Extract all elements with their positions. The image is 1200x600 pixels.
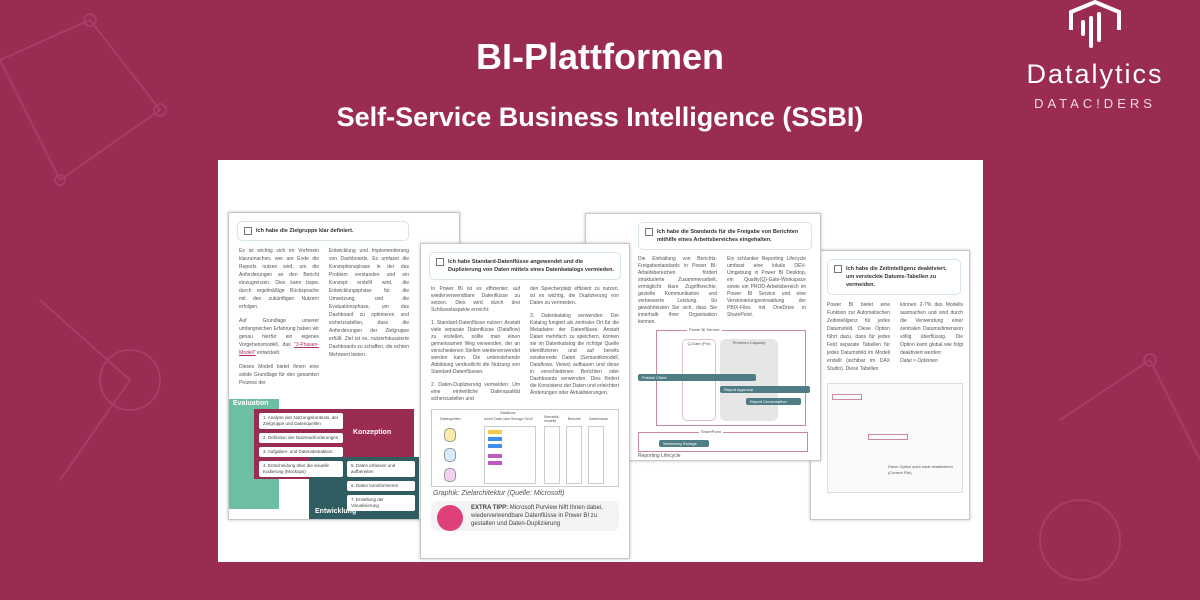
lightbulb-icon [437, 505, 463, 531]
sharepoint-label: SharePoint [699, 428, 723, 435]
checklist-page-dataflows: Ich habe Standard-Datenflüsse angewendet… [420, 243, 630, 559]
3-phasen-modell-link[interactable]: "3-Phasen-Modell" [239, 342, 319, 356]
tip-text: Microsoft Purview hilft Ihnen dabei, wie… [471, 505, 603, 527]
phase-konzeption: Konzeption [353, 429, 392, 436]
diagram-column-label: Azure Data Lake Storage Gen2 [484, 417, 533, 421]
page-title: BI-Plattformen [475, 36, 724, 77]
checklist-item: Ich habe die Zeitintelligenz deaktiviert… [827, 259, 961, 295]
sharepoint-box: SharePoint Versioning Storage [638, 428, 808, 452]
process-step: 2. Definition der Nutzeranforderungen [259, 433, 343, 443]
phase-evaluation: Evaluation [233, 400, 269, 407]
logo-house-chart-icon [1069, 0, 1121, 48]
page-note: Diese Option auch lokal deaktivieren (Cu… [888, 464, 953, 475]
checklist-item: Ich habe die Standards für die Freigabe … [638, 222, 812, 250]
dataflow-architecture-diagram: Dataflows Datenquellen Azure Data Lake S… [431, 409, 619, 487]
page-paragraph: können 2-7% des Modells ausmachen und si… [900, 302, 963, 356]
page-subtitle: Self-Service Business Intelligence (SSBI… [336, 102, 864, 132]
options-dialog-screenshot: Diese Option auch lokal deaktivieren (Cu… [827, 383, 963, 493]
logo-tagline: DATAC!DERS [1034, 96, 1156, 111]
diagram-column-label: Dashboards [589, 417, 608, 421]
phase-entwicklung: Entwicklung [315, 508, 357, 515]
page-paragraph: Power BI bietet eine Funktion zur Automa… [827, 302, 890, 372]
page-paragraph: 1. Standard-Datenflüsse nutzen: Anstatt … [431, 320, 520, 375]
diagram-title: Dataflows [500, 411, 516, 415]
checklist-item: Ich habe die Zielgruppe klar definiert. [237, 221, 409, 241]
service-label: Power BI Service [687, 326, 722, 333]
datalytics-logo: Datalytics DATAC!DERS [1000, 0, 1190, 111]
logo-name: Datalytics [1026, 59, 1164, 89]
document-preview-panel: Ich habe die Zeitintelligenz deaktiviert… [218, 160, 983, 562]
report-consumption-bar: Report Consumption [746, 398, 801, 405]
options-path: Datei > Optionen [900, 358, 938, 364]
diagram-caption: Reporting Lifecycle [638, 453, 681, 459]
process-step: 1. Analyse des Nutzungskontexts, der Zie… [259, 413, 343, 429]
page-paragraph: Entwicklung und Implementierung von Dash… [329, 248, 409, 358]
tip-label: EXTRA TIPP: [471, 505, 509, 511]
versioning-storage-bar: Versioning Storage [659, 440, 709, 447]
page-paragraph: Auf Grundlage unserer umfangreichen Erfa… [239, 318, 319, 348]
diagram-column-label: Berichte [568, 417, 581, 421]
process-step: 5. Daten erfassen und aufbereiten [347, 461, 415, 477]
process-step: 7. Erstellung der Visualisierung [347, 495, 415, 511]
process-step: 3. Aufgaben- und Datenabstraktion [259, 447, 343, 457]
page-paragraph: In Power BI ist es effizienter, auf wied… [431, 286, 520, 313]
page-paragraph: Ein schlanker Reporting Lifecycle umfass… [727, 256, 806, 318]
page-paragraph: den Speicherplatz effizient zu nutzen, i… [530, 286, 619, 306]
checklist-page-time-intelligence: Ich habe die Zeitintelligenz deaktiviert… [810, 250, 970, 520]
process-step: 4. Entscheidung über die visuelle Kodier… [259, 461, 343, 477]
page-paragraph: Dieses Modell bietet Ihnen eine solide G… [239, 364, 319, 386]
publish-client-bar: Publish Client [638, 374, 756, 381]
page-paragraph: Die Einhaltung von Berichts-Freigabestan… [638, 256, 717, 325]
report-approval-bar: Report Approval [720, 386, 810, 393]
page-paragraph: 2. Daten-Duplizierung vermeiden: Um eine… [431, 382, 520, 402]
diagram-caption: Graphik: Zielarchitektur (Quelle: Micros… [433, 490, 565, 497]
extra-tip-box: EXTRA TIPP: Microsoft Purview hilft Ihne… [431, 501, 619, 531]
3-phase-model-diagram: Evaluation Konzeption Entwicklung 1. Ana… [229, 399, 419, 519]
page-paragraph: Es ist wichtig sich im Vorhinein klarzum… [239, 248, 319, 310]
page-paragraph: entwickelt. [256, 350, 281, 356]
page-paragraph: 3. Datenkatalog verwenden: Der Katalog f… [530, 313, 619, 396]
diagram-column-label: Semantik-modelle [544, 415, 560, 423]
checklist-item: Ich habe Standard-Datenflüsse angewendet… [429, 252, 621, 280]
process-step: 6. Daten transformieren [347, 481, 415, 491]
diagram-column-label: Datenquellen [440, 417, 461, 421]
